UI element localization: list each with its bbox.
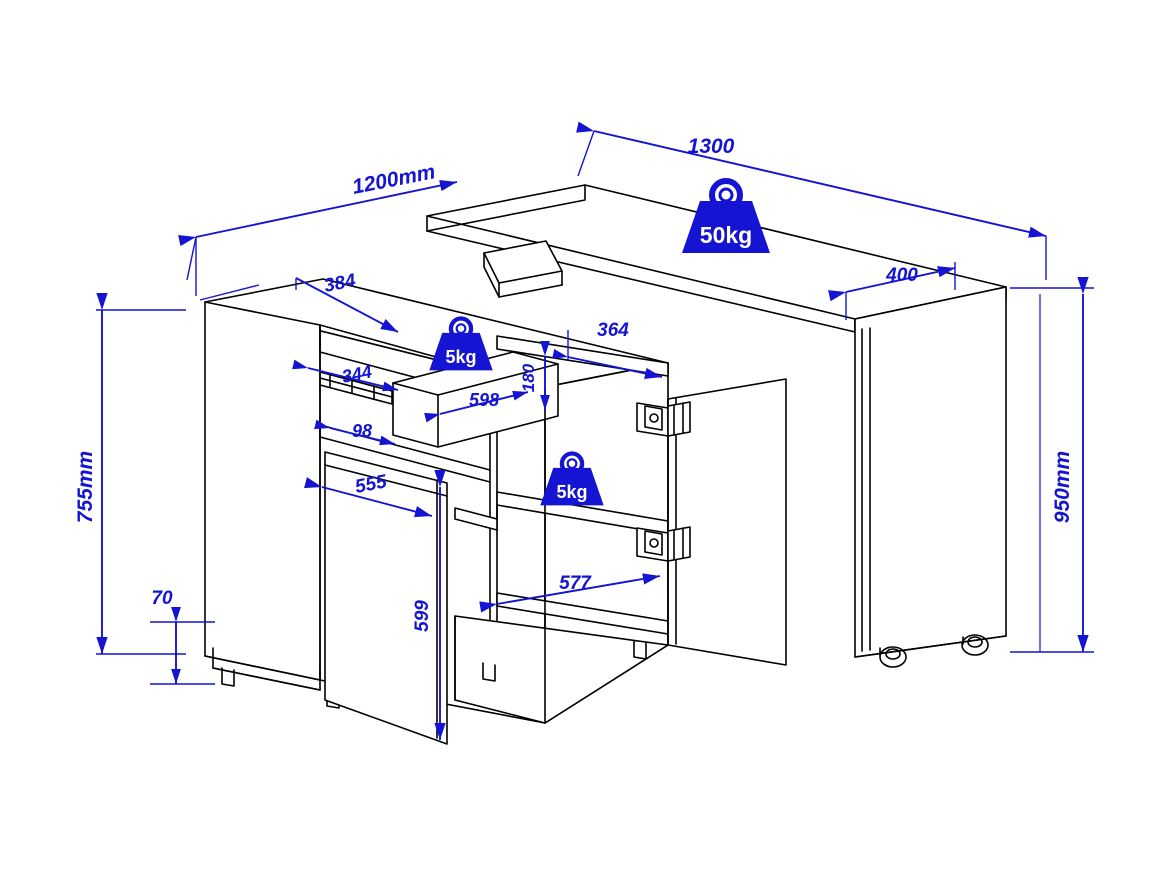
dim-950mm: 950mm (1051, 451, 1074, 523)
drawer-load-badge: 5kg (429, 316, 493, 371)
dim-364: 364 (597, 320, 629, 341)
dim-70: 70 (151, 588, 173, 609)
dim-577: 577 (559, 573, 592, 594)
dim-400: 400 (885, 265, 918, 286)
desk-top-load-badge: 50kg (682, 178, 770, 253)
dim-555: 555 (353, 471, 389, 498)
shelf-load-badge: 5kg (540, 451, 604, 506)
dim-384: 384 (322, 270, 358, 297)
desk-top-load-label: 50kg (700, 222, 752, 248)
dim-599: 599 (412, 600, 433, 632)
dim-598: 598 (469, 390, 499, 410)
dim-344: 344 (340, 361, 373, 386)
dim-1200mm: 1200mm (350, 160, 437, 199)
dim-1300: 1300 (688, 135, 735, 158)
dim-180: 180 (519, 363, 538, 392)
shelf-load-label: 5kg (556, 482, 587, 502)
dim-755mm: 755mm (74, 451, 97, 523)
drawer-load-label: 5kg (445, 347, 476, 367)
dim-98: 98 (352, 421, 372, 441)
